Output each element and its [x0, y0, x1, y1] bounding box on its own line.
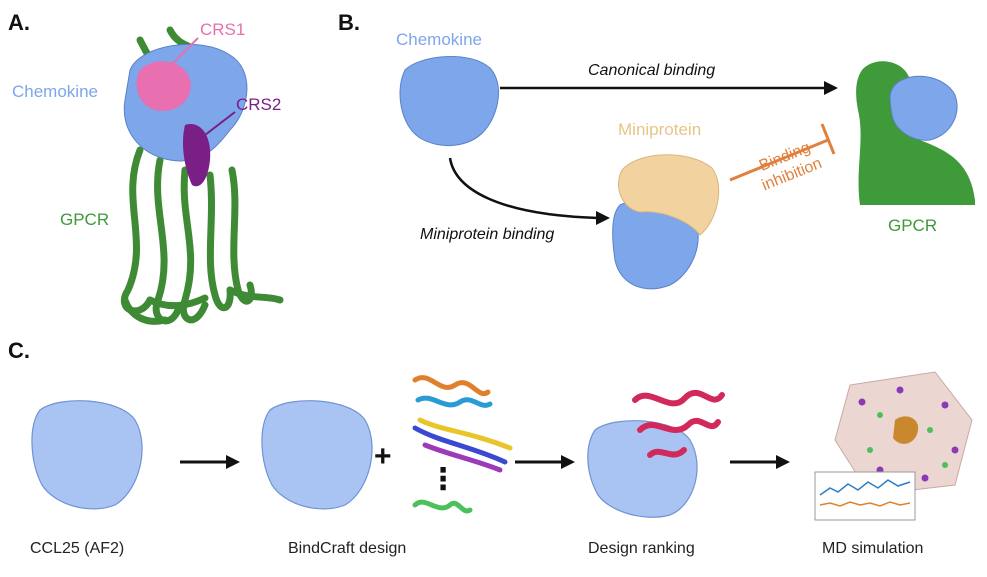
step-label-md: MD simulation	[822, 540, 924, 557]
step-label-ccl25: CCL25 (AF2)	[30, 540, 125, 557]
more-candidates-dots: ⋮	[428, 463, 458, 496]
arrow-3-head	[776, 455, 790, 469]
miniprotein-label: Miniprotein	[618, 120, 702, 139]
crs1-label: CRS1	[200, 20, 246, 39]
crs1-region	[136, 61, 191, 111]
inhibition-line	[729, 138, 829, 182]
step-label-bindcraft: BindCraft design	[288, 540, 407, 557]
gpcr-label-b: GPCR	[888, 216, 938, 235]
md-ions	[858, 386, 959, 482]
plus-sign: +	[374, 440, 392, 473]
ccl25-surface-2	[261, 400, 373, 510]
md-plot-trace-blue	[819, 479, 911, 496]
crs1-leader	[167, 37, 199, 69]
chemokine-label-b: Chemokine	[396, 30, 482, 49]
ranked-complex-chemokine	[587, 420, 698, 518]
crs2-label: CRS2	[236, 95, 282, 114]
panel-b-letter: B.	[338, 10, 360, 35]
arrow-1-head	[226, 455, 240, 469]
ccl25-surface	[31, 400, 143, 510]
miniprotein-arrowhead	[596, 211, 610, 225]
miniprotein-binding-label: Miniprotein binding	[420, 226, 555, 243]
md-plot-inset	[814, 471, 916, 521]
canonical-binding-label: Canonical binding	[588, 62, 716, 79]
binder-candidates	[412, 375, 513, 514]
miniprotein-binding-arrow	[448, 157, 599, 220]
gpcr-label-a: GPCR	[60, 210, 110, 229]
panel-a-letter: A.	[8, 10, 30, 35]
inhibition-bar	[820, 123, 836, 155]
md-plot-trace-orange	[819, 501, 911, 507]
complex-miniprotein	[617, 154, 720, 236]
gpcr-surface-b	[856, 61, 975, 205]
chemokine-label-a: Chemokine	[12, 82, 98, 101]
step-label-ranking: Design ranking	[588, 540, 695, 557]
crs2-leader	[204, 111, 236, 136]
canonical-arrowhead	[824, 81, 838, 95]
gpcr-bound-chemokine	[889, 75, 958, 141]
crs2-region	[182, 124, 211, 187]
ranked-binder-ribbon	[632, 389, 725, 458]
md-protein	[893, 416, 919, 444]
chemokine-surface-b	[399, 56, 499, 147]
arrow-2-head	[561, 455, 575, 469]
panel-c-letter: C.	[8, 338, 30, 363]
